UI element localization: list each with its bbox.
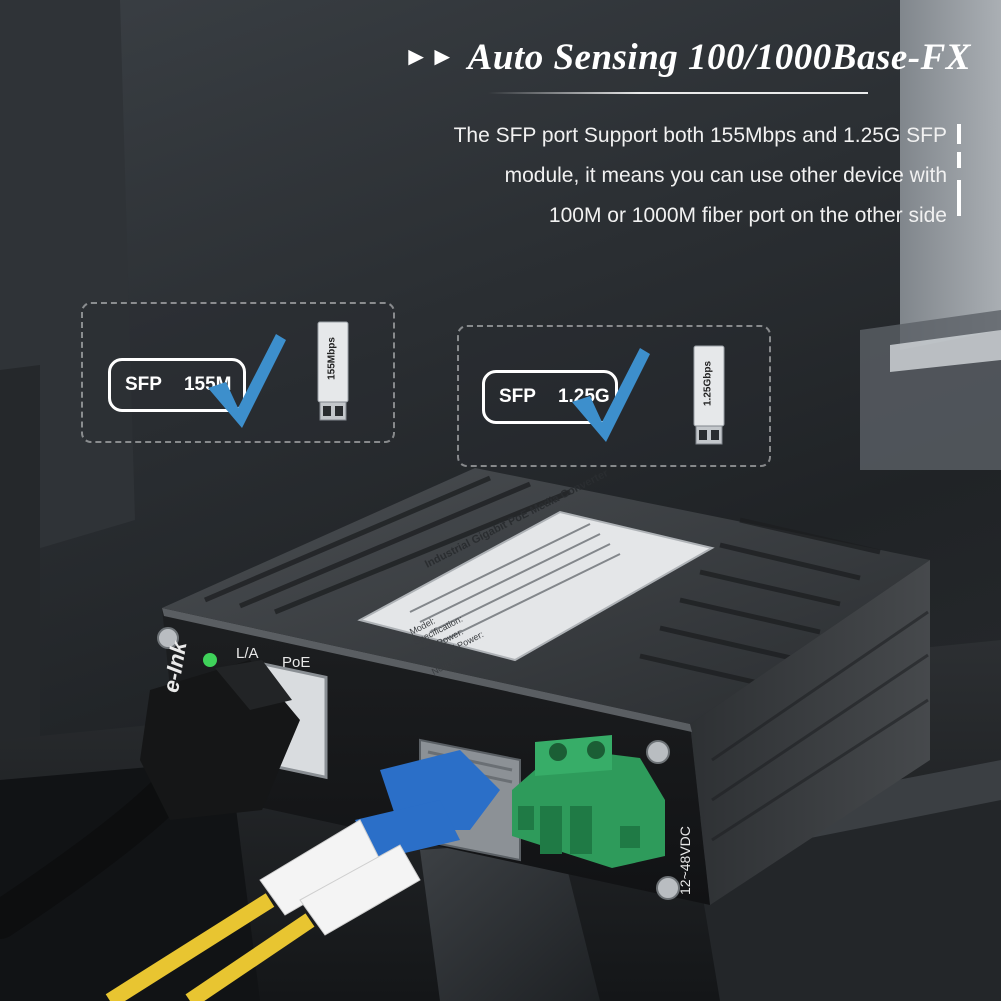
sfp-tag: SFP (499, 386, 536, 407)
headline-divider (488, 92, 868, 94)
headline: ►► Auto Sensing 100/1000Base-FX (403, 36, 971, 79)
play-arrows-icon: ►► (403, 42, 456, 71)
sfp-speed: 1.25G (557, 386, 610, 407)
description-line-3: 100M or 1000M fiber port on the other si… (548, 204, 947, 227)
port-label-poe: PoE (282, 654, 311, 671)
accent-dash-3 (957, 180, 961, 216)
description-line-1: The SFP port Support both 155Mbps and 1.… (453, 124, 947, 147)
headline-title: Auto Sensing 100/1000Base-FX (467, 37, 971, 78)
accent-dash-1 (957, 124, 961, 144)
port-label-link: L/A (236, 645, 259, 662)
check-icon (208, 334, 286, 428)
voltage-label: 12~48VDC (677, 826, 693, 895)
check-icon (572, 348, 650, 442)
accent-dash-2 (957, 152, 961, 168)
description: The SFP port Support both 155Mbps and 1.… (347, 116, 947, 236)
sfp-module-icon (317, 321, 349, 421)
sfp-tag: SFP (125, 374, 162, 395)
sfp-module-icon (693, 345, 725, 445)
description-line-2: module, it means you can use other devic… (504, 164, 947, 187)
